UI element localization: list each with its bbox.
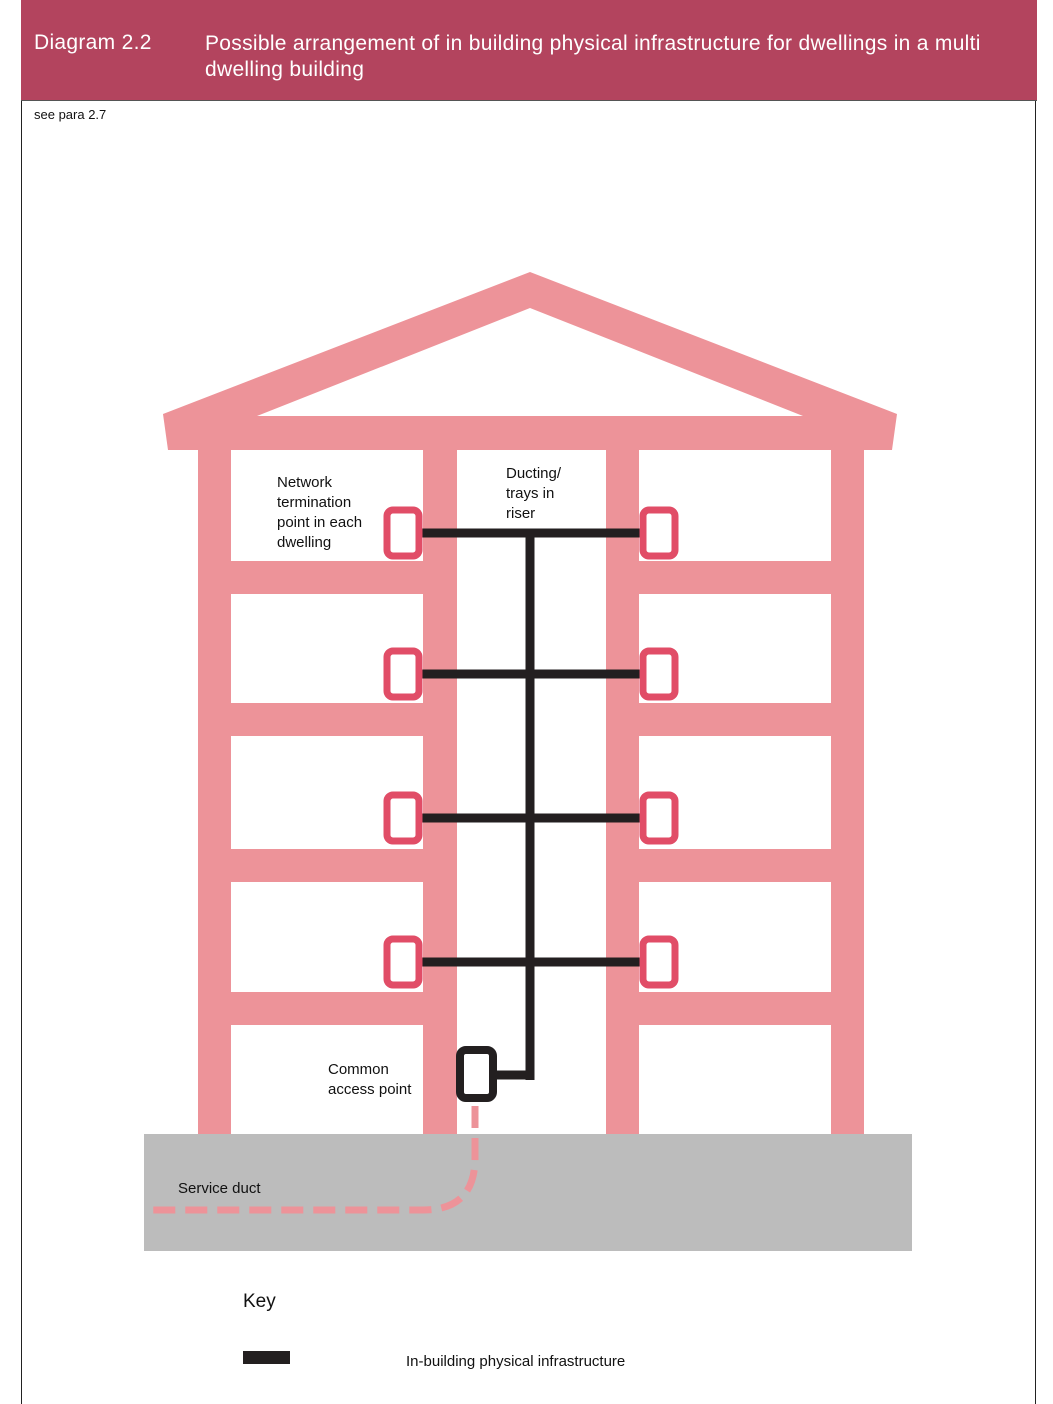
floor-right-1 — [606, 561, 864, 594]
floor-right-2 — [606, 703, 864, 736]
floor-left-4 — [198, 992, 457, 1025]
in-building-infrastructure — [412, 528, 650, 1080]
service-duct-label: Service duct — [178, 1180, 261, 1197]
floor-right-3 — [606, 849, 864, 882]
ducting-label: Ducting/ trays in riser — [506, 465, 565, 522]
key-swatch-infrastructure — [243, 1351, 290, 1364]
termination-point-right-3 — [639, 791, 679, 845]
termination-point-right-2 — [639, 647, 679, 701]
diagram-number: Diagram 2.2 — [34, 31, 152, 54]
diagram-title: Possible arrangement of in building phys… — [205, 32, 981, 81]
termination-point-right-1 — [639, 506, 679, 560]
termination-point-left-4 — [383, 935, 423, 989]
ground — [144, 1134, 912, 1251]
building — [163, 272, 897, 1134]
common-access-label: Common access point — [328, 1061, 412, 1098]
diagram-header: Diagram 2.2 Possible arrangement of in b… — [21, 0, 1037, 100]
floor-left-1 — [198, 561, 457, 594]
reference-note: see para 2.7 — [34, 107, 107, 122]
wall-right-outer — [831, 448, 864, 1134]
termination-point-left-3 — [383, 791, 423, 845]
floor-right-4 — [606, 992, 864, 1025]
key-label-infrastructure: In-building physical infrastructure — [406, 1353, 625, 1370]
header-divider — [21, 100, 1037, 101]
termination-point-right-4 — [639, 935, 679, 989]
floor-left-2 — [198, 703, 457, 736]
common-access-point — [456, 1046, 497, 1102]
roof — [163, 272, 897, 450]
diagram-frame — [21, 0, 1036, 1404]
floor-left-3 — [198, 849, 457, 882]
service-duct — [148, 1106, 479, 1214]
key-title: Key — [243, 1291, 276, 1312]
wall-left-outer — [198, 448, 231, 1134]
wall-right-inner — [606, 448, 639, 1134]
wall-left-inner — [423, 448, 457, 1134]
termination-point-left-2 — [383, 647, 423, 701]
termination-points — [383, 506, 679, 989]
termination-label: Network termination point in each dwelli… — [277, 474, 366, 551]
termination-point-left-1 — [383, 506, 423, 560]
